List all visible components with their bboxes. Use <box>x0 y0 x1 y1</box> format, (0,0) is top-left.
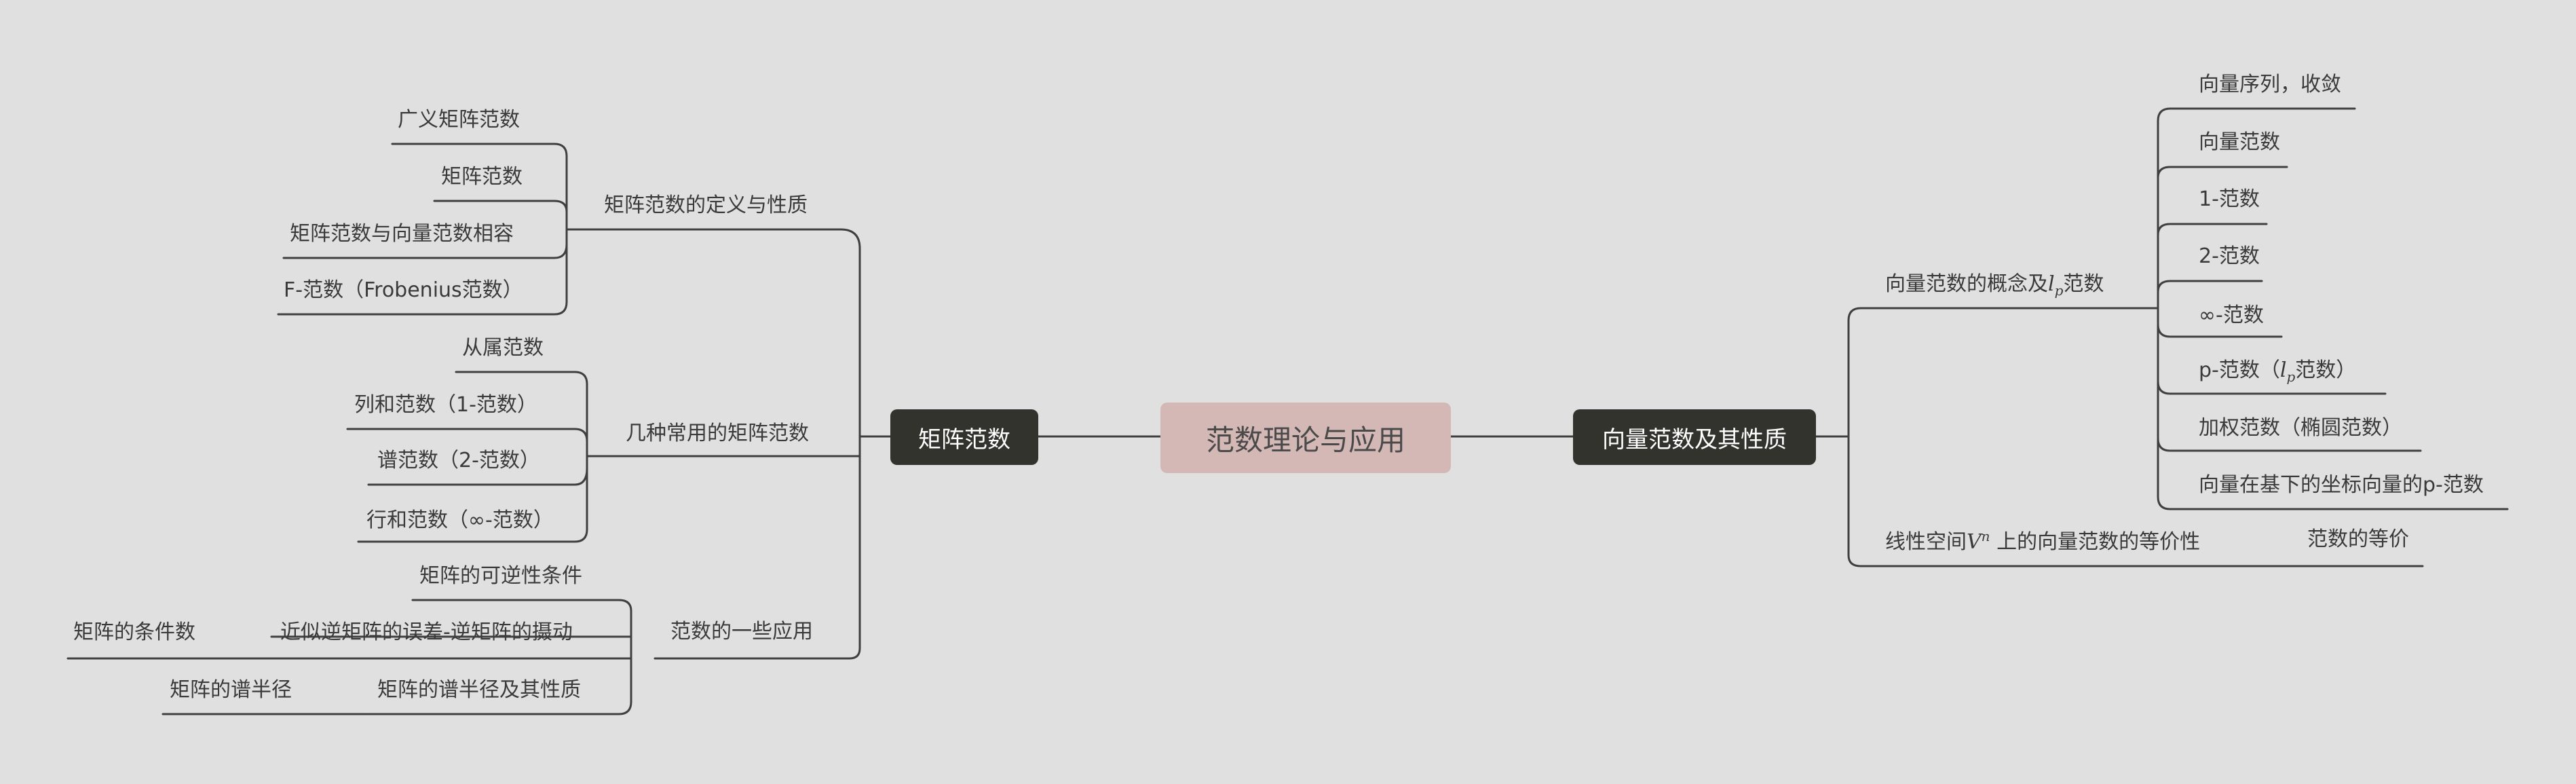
subtopic-label-prefix: 线性空间 <box>1885 530 1967 554</box>
p-norm-prefix: p-范数（ <box>2199 358 2280 382</box>
main-topic-vector-norms[interactable]: 向量范数及其性质 <box>1573 409 1816 465</box>
subtopic-vector-norm-concept[interactable]: 向量范数的概念及lp范数 <box>1885 272 2104 299</box>
math-l-symbol: l <box>2048 272 2055 296</box>
main-topic-label: 向量范数及其性质 <box>1602 426 1787 453</box>
item-spectral-radius-properties[interactable]: 矩阵的谱半径及其性质 <box>377 678 581 702</box>
item-infinity-norm[interactable]: ∞-范数 <box>2199 303 2264 327</box>
p-norm-suffix: 范数） <box>2295 358 2357 382</box>
main-topic-matrix-norms[interactable]: 矩阵范数 <box>890 409 1038 465</box>
item-compatible-norm[interactable]: 矩阵范数与向量范数相容 <box>290 222 514 246</box>
subtopic-label-suffix: 范数 <box>2063 272 2104 296</box>
item-perturbation[interactable]: 近似逆矩阵的误差-逆矩阵的摄动 <box>280 620 573 644</box>
subtopic-label-suffix: 上的向量范数的等价性 <box>1990 530 2201 554</box>
item-vector-sequence[interactable]: 向量序列，收敛 <box>2199 73 2341 96</box>
item-invertibility[interactable]: 矩阵的可逆性条件 <box>419 564 582 588</box>
item-norm-equivalence[interactable]: 范数的等价 <box>2307 527 2409 551</box>
item-1-norm[interactable]: 1-范数 <box>2199 187 2260 211</box>
item-matrix-norm[interactable]: 矩阵范数 <box>441 165 523 189</box>
item-spectral-radius[interactable]: 矩阵的谱半径 <box>170 678 292 702</box>
subtopic-definition[interactable]: 矩阵范数的定义与性质 <box>604 193 808 217</box>
item-p-norm[interactable]: p-范数（lp范数） <box>2199 360 2356 384</box>
math-n-superscript: n <box>1981 528 1990 544</box>
item-vector-norm[interactable]: 向量范数 <box>2199 130 2280 154</box>
item-frobenius-norm[interactable]: F-范数（Frobenius范数） <box>284 278 523 302</box>
item-column-sum-norm[interactable]: 列和范数（1-范数） <box>354 393 537 417</box>
item-coordinate-p-norm[interactable]: 向量在基下的坐标向量的p-范数 <box>2199 473 2484 497</box>
item-generalized-matrix-norm[interactable]: 广义矩阵范数 <box>398 108 520 132</box>
math-p-subscript: p <box>2286 369 2296 385</box>
math-p-subscript: p <box>2054 282 2064 299</box>
math-l-symbol: l <box>2279 358 2287 382</box>
root-topic-label: 范数理论与应用 <box>1205 423 1405 457</box>
item-spectral-norm[interactable]: 谱范数（2-范数） <box>377 449 540 472</box>
subtopic-label-prefix: 向量范数的概念及 <box>1885 272 2048 296</box>
item-subordinate-norm[interactable]: 从属范数 <box>462 336 544 360</box>
item-row-sum-norm[interactable]: 行和范数（∞-范数） <box>366 508 554 532</box>
item-condition-number[interactable]: 矩阵的条件数 <box>73 620 195 644</box>
subtopic-norm-equivalence[interactable]: 线性空间Vn 上的向量范数的等价性 <box>1885 529 2200 553</box>
math-v-symbol: V <box>1967 530 1982 554</box>
item-weighted-norm[interactable]: 加权范数（椭圆范数） <box>2199 416 2402 440</box>
root-topic[interactable]: 范数理论与应用 <box>1160 403 1451 473</box>
subtopic-applications[interactable]: 范数的一些应用 <box>670 620 813 643</box>
item-2-norm[interactable]: 2-范数 <box>2199 244 2260 268</box>
main-topic-label: 矩阵范数 <box>918 426 1010 453</box>
subtopic-common-norms[interactable]: 几种常用的矩阵范数 <box>626 422 809 445</box>
